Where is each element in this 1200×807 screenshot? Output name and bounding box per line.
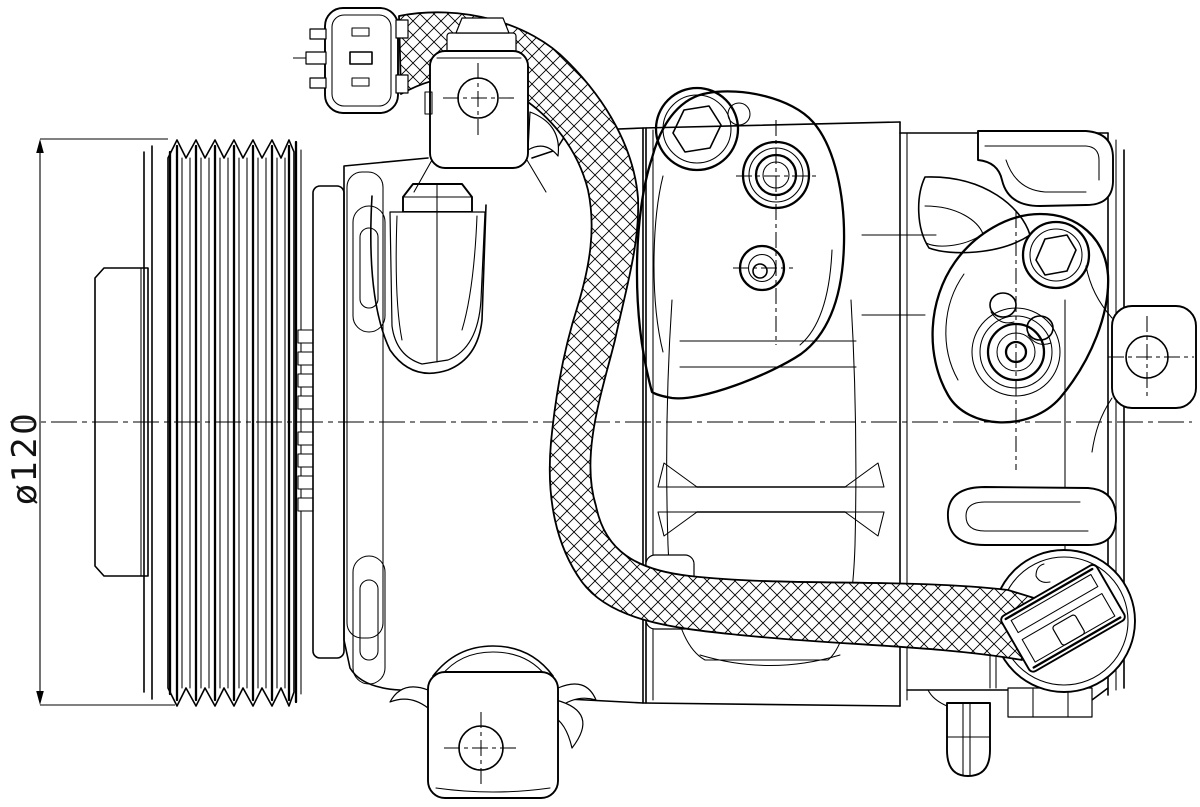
solenoid-plug	[1000, 563, 1126, 673]
mounting-lug-top	[413, 17, 560, 193]
bolt-boss	[654, 86, 740, 172]
damper-teeth	[297, 329, 314, 512]
belt-pulley	[94, 139, 345, 707]
electrical-connector	[293, 7, 409, 114]
top-port-flange	[635, 86, 846, 400]
connector-pin	[309, 28, 327, 40]
mount-hex-bolt	[370, 183, 487, 374]
dimension-label: ø120	[5, 411, 45, 505]
bolt-boss-rear	[1021, 220, 1091, 290]
diameter-dimension: ø120	[5, 138, 175, 706]
mounting-ear-right	[1085, 265, 1197, 453]
rear-port	[931, 212, 1110, 470]
top-hook-bracket	[977, 130, 1114, 207]
connector-pin	[309, 77, 327, 89]
hex-socket-bolt-top	[672, 105, 722, 153]
braided-cable	[398, 11, 1035, 661]
bottom-tab	[946, 702, 991, 777]
bottom-foot	[1007, 687, 1093, 718]
pulley-groove-profile	[167, 139, 295, 707]
connector-tab	[395, 74, 409, 94]
plug-latch	[1052, 614, 1085, 646]
hex-socket-bolt-rear	[1035, 234, 1077, 276]
dimension-arrow-bottom	[36, 691, 44, 705]
connector-pin	[305, 51, 327, 65]
lower-hook-bracket	[947, 486, 1117, 546]
front-housing	[343, 127, 644, 704]
pulley-dust-cap	[94, 267, 149, 577]
dimension-arrow-top	[36, 139, 44, 153]
mounting-lug-bottom	[389, 645, 597, 799]
connector-tab	[395, 19, 409, 39]
rib-gusset	[917, 176, 1031, 254]
